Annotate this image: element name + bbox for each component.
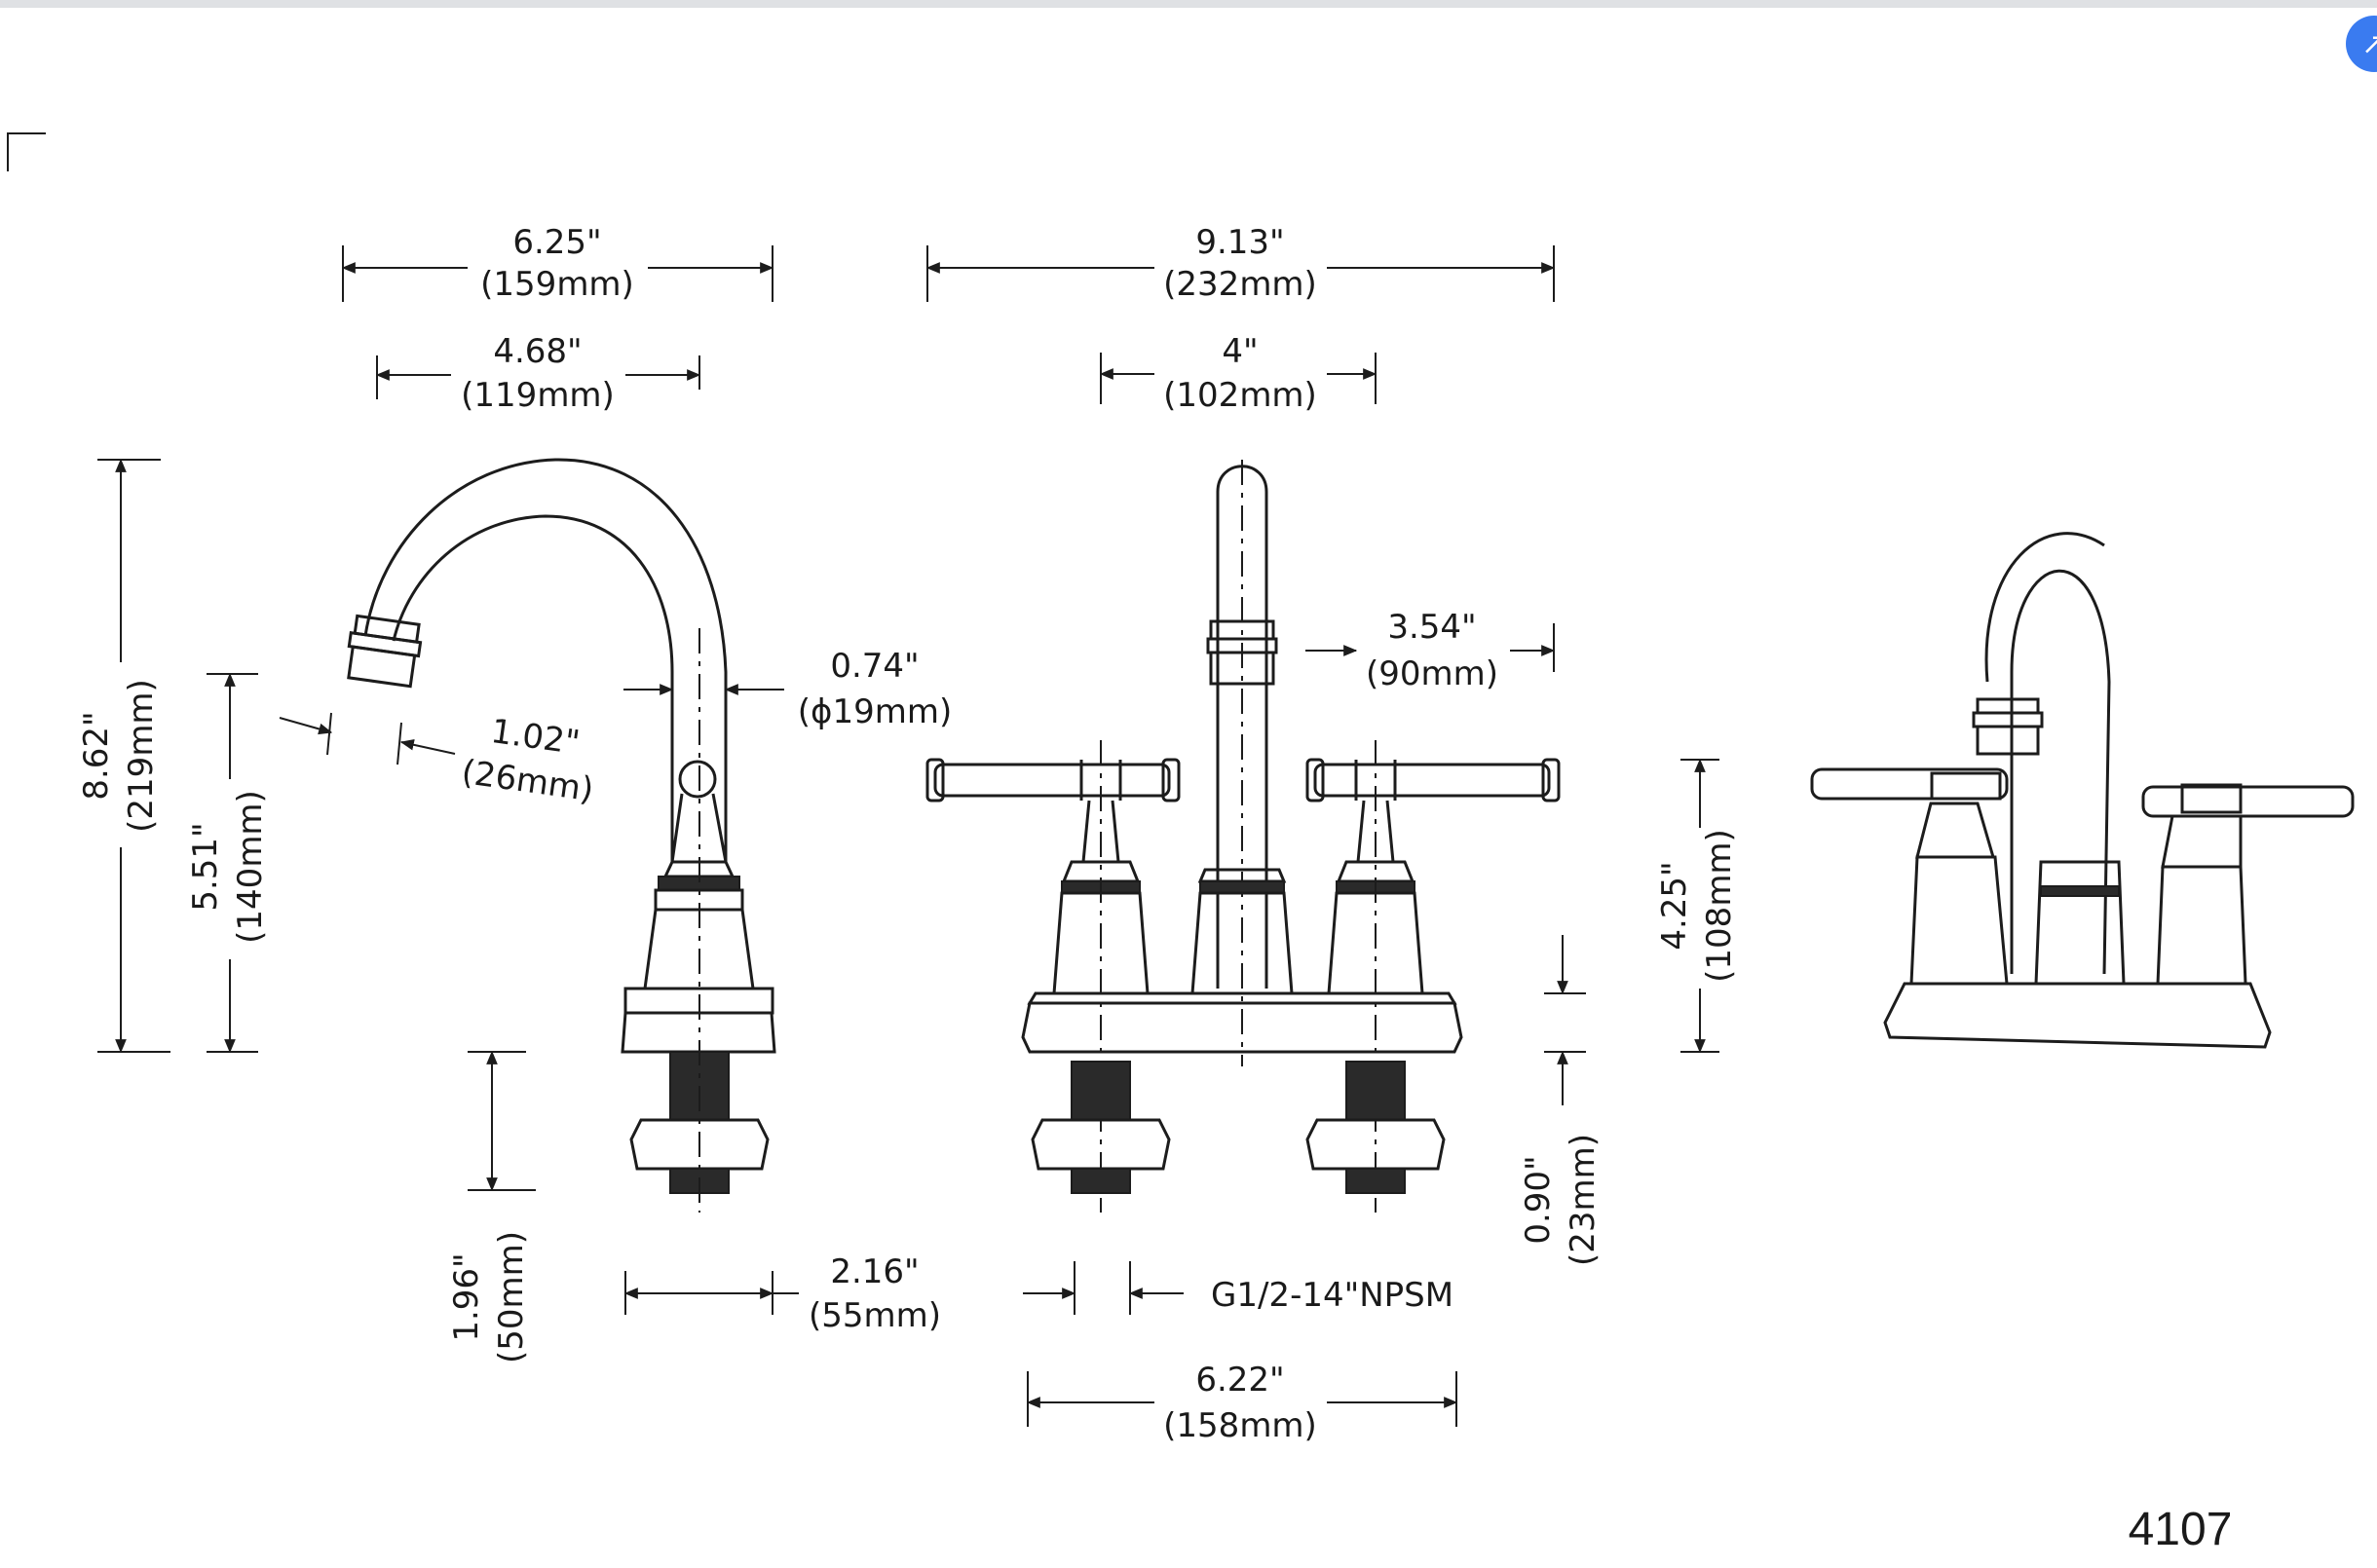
side-spout-outer bbox=[363, 458, 728, 862]
dim-6-22-inch: 6.22" bbox=[1195, 1361, 1284, 1400]
dim-0-74-mm: (ϕ19mm) bbox=[798, 692, 952, 731]
dim-2-16-inch: 2.16" bbox=[830, 1252, 919, 1291]
front-view bbox=[925, 460, 1561, 1213]
thread-spec-label: G1/2-14"NPSM bbox=[1211, 1276, 1453, 1315]
front-left-handle bbox=[925, 740, 1181, 1213]
side-base bbox=[621, 1011, 776, 1054]
dim-4-25-mm: (108mm) bbox=[1700, 829, 1739, 983]
front-spout bbox=[1216, 465, 1268, 989]
persp-left-body bbox=[1909, 855, 2009, 986]
dim-8-62-mm: (219mm) bbox=[122, 679, 161, 833]
dim-6-25-inch: 6.25" bbox=[512, 223, 601, 262]
dim-1-96-mm: (50mm) bbox=[492, 1231, 531, 1363]
front-right-handle bbox=[1305, 740, 1561, 1213]
dim-4-mm: (102mm) bbox=[1163, 376, 1317, 415]
dim-9-13-mm: (232mm) bbox=[1163, 265, 1317, 304]
dim-5-51-inch: 5.51" bbox=[186, 822, 225, 911]
dimension-labels: 6.25" (159mm) 4.68" (119mm) 9.13" (232mm… bbox=[77, 223, 2232, 1555]
dim-3-54-mm: (90mm) bbox=[1366, 654, 1498, 693]
side-nut bbox=[629, 1118, 770, 1171]
browser-top-bar bbox=[0, 0, 2377, 8]
front-left-shank bbox=[1071, 1061, 1131, 1121]
model-number: 4107 bbox=[2129, 1504, 2233, 1555]
dimension-lines bbox=[97, 245, 1719, 1427]
side-view bbox=[347, 458, 776, 1213]
dim-0-74-inch: 0.74" bbox=[830, 647, 919, 686]
dim-0-90-mm: (23mm) bbox=[1564, 1134, 1603, 1266]
share-icon: ↗ bbox=[2361, 26, 2377, 61]
dim-4-68-mm: (119mm) bbox=[461, 376, 615, 415]
persp-aerator bbox=[1976, 725, 2040, 756]
persp-right-body bbox=[2156, 865, 2247, 986]
side-handle-knob bbox=[678, 760, 717, 799]
dim-1-02-inch: 1.02" bbox=[489, 712, 583, 763]
dim-4-25-inch: 4.25" bbox=[1655, 861, 1694, 950]
dim-2-16-mm: (55mm) bbox=[809, 1296, 941, 1335]
persp-middle-body bbox=[2034, 860, 2126, 986]
dim-9-13-inch: 9.13" bbox=[1195, 223, 1284, 262]
dim-4-68-inch: 4.68" bbox=[493, 332, 582, 371]
front-right-shank bbox=[1345, 1061, 1406, 1121]
dim-8-62-inch: 8.62" bbox=[77, 711, 116, 800]
perspective-view bbox=[1810, 532, 2355, 1049]
persp-base bbox=[1883, 982, 2272, 1049]
dim-4-inch: 4" bbox=[1222, 332, 1258, 371]
dim-5-51-mm: (140mm) bbox=[231, 790, 270, 944]
side-spout-inner bbox=[392, 514, 674, 862]
corner-mark bbox=[7, 132, 46, 171]
dim-6-25-mm: (159mm) bbox=[480, 265, 634, 304]
dim-6-22-mm: (158mm) bbox=[1163, 1406, 1317, 1445]
dim-3-54-inch: 3.54" bbox=[1387, 608, 1476, 647]
side-aerator bbox=[347, 614, 423, 689]
dim-0-90-inch: 0.90" bbox=[1519, 1155, 1558, 1244]
persp-spout bbox=[2010, 569, 2111, 975]
front-deck-plate bbox=[1021, 1001, 1463, 1054]
dim-1-96-inch: 1.96" bbox=[447, 1252, 486, 1341]
